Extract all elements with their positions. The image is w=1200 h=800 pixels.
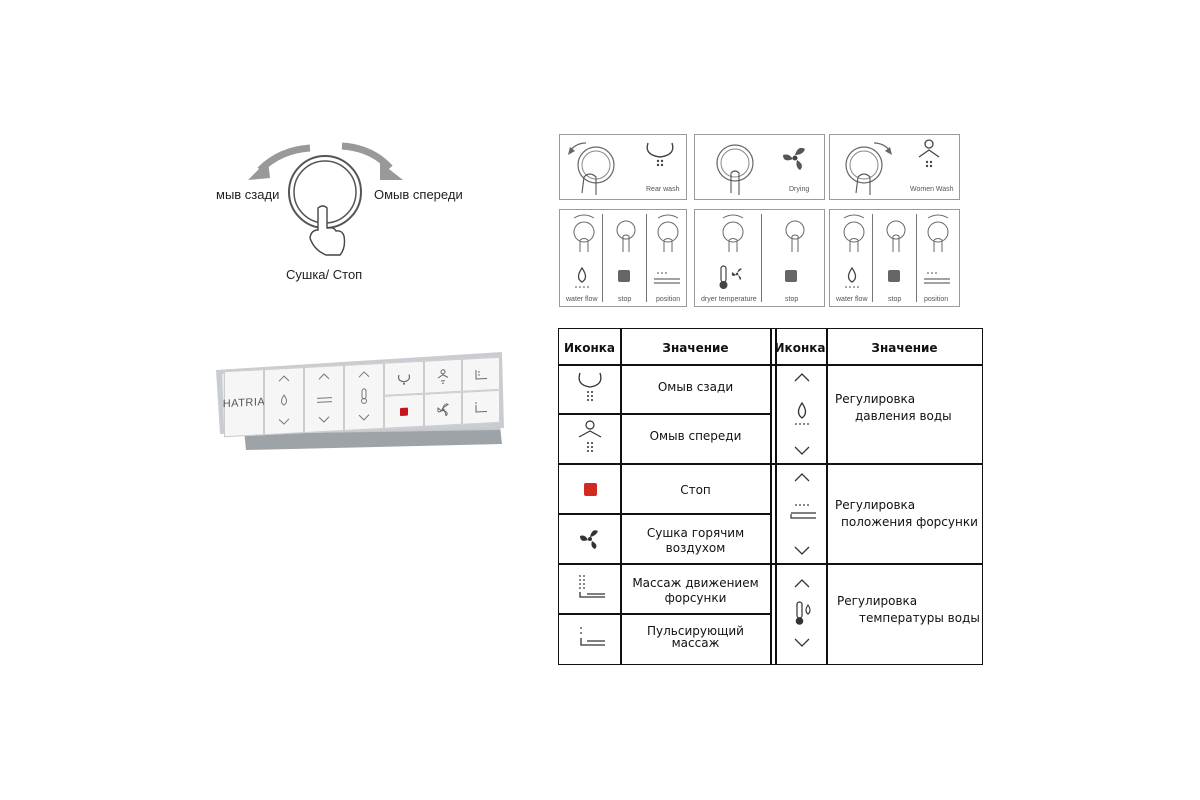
water-pressure-control-icon bbox=[278, 375, 290, 425]
dial-press-icon bbox=[716, 144, 754, 195]
card-caption: Rear wash bbox=[646, 186, 680, 193]
chevron-down-icon bbox=[794, 638, 810, 647]
water-temperature-control-icon bbox=[358, 371, 370, 421]
massage-icon bbox=[475, 369, 487, 380]
stop-button[interactable] bbox=[384, 393, 424, 429]
water-temperature-buttons[interactable] bbox=[344, 362, 384, 431]
rear-wash-icon bbox=[646, 142, 674, 167]
pulse-massage-button[interactable] bbox=[462, 389, 500, 425]
front-wash-button[interactable] bbox=[424, 358, 462, 394]
card-caption: position bbox=[656, 296, 681, 303]
legend-meaning-drying: Сушка горячим воздухом bbox=[646, 526, 745, 555]
legend-table: Иконка Значение Иконка Значение Омыв сза… bbox=[558, 328, 983, 665]
card-rear-adjust: water flow stop position bbox=[559, 209, 687, 307]
dial-rotate-icon bbox=[843, 214, 865, 252]
card-caption: stop bbox=[618, 296, 632, 303]
front-wash-icon bbox=[918, 139, 940, 168]
nozzle-position-icon bbox=[924, 272, 950, 284]
dial-bottom-label: Сушка/ Стоп bbox=[286, 267, 363, 282]
pulse-icon bbox=[475, 401, 487, 413]
water-drop-icon bbox=[797, 401, 807, 419]
fan-icon bbox=[580, 530, 598, 549]
header-meaning-right: Значение bbox=[871, 341, 938, 355]
stop-icon bbox=[584, 483, 597, 496]
card-caption: position bbox=[924, 296, 949, 303]
fan-icon bbox=[437, 403, 449, 416]
dial-rotate-icon bbox=[722, 214, 744, 252]
card-caption: water flow bbox=[566, 296, 598, 303]
card-caption: water flow bbox=[836, 296, 868, 303]
dial-illustration bbox=[248, 142, 403, 256]
nozzle-position-icon bbox=[654, 272, 680, 284]
header-icon-right: Иконка bbox=[774, 341, 826, 355]
dial-diagram: мыв сзади Омыв спереди Сушка/ Стоп bbox=[210, 130, 480, 290]
dial-rotate-left-icon bbox=[568, 142, 615, 195]
card-drying: Drying bbox=[694, 134, 825, 200]
dial-rotate-right-icon bbox=[845, 142, 892, 195]
legend-meaning-massage: Массаж движением форсунки bbox=[632, 576, 759, 605]
rear-wash-icon bbox=[578, 372, 602, 401]
rear-wash-icon bbox=[397, 373, 411, 385]
chevron-up-icon bbox=[794, 373, 810, 382]
dial-right-label: Омыв спереди bbox=[374, 187, 463, 202]
front-wash-icon bbox=[437, 368, 449, 384]
dial-press-icon bbox=[785, 220, 805, 252]
header-meaning-left: Значение bbox=[662, 341, 729, 355]
stop-icon bbox=[618, 270, 630, 282]
water-pressure-buttons[interactable] bbox=[264, 367, 304, 436]
nozzle-position-control-icon bbox=[790, 473, 816, 555]
dial-push-rotate-icon bbox=[927, 214, 949, 252]
front-wash-icon bbox=[578, 420, 602, 452]
card-front-adjust: water flow stop position bbox=[829, 209, 960, 307]
water-pressure-control-icon bbox=[794, 373, 810, 455]
legend-meaning-nozzle-position: Регулировка положения форсунки bbox=[835, 498, 978, 529]
stop-icon bbox=[400, 407, 408, 416]
stop-icon bbox=[888, 270, 900, 282]
card-caption: stop bbox=[888, 296, 902, 303]
dial-rotate-icon bbox=[573, 214, 595, 252]
legend-meaning-rear-wash: Омыв сзади bbox=[657, 380, 734, 394]
remote-face: HATRIA bbox=[222, 356, 500, 438]
header-icon-left: Иконка bbox=[564, 341, 615, 355]
water-drop-icon bbox=[575, 266, 589, 288]
dial-press-icon bbox=[616, 220, 636, 252]
card-caption: Women Wash bbox=[910, 186, 954, 193]
legend-meaning-stop: Стоп bbox=[680, 483, 711, 497]
legend-meaning-pulse: Пульсирующий массаж bbox=[647, 624, 744, 650]
dial-push-rotate-icon bbox=[657, 214, 679, 252]
card-dryer-adjust: dryer temperature stop bbox=[694, 209, 825, 307]
dial-press-icon bbox=[886, 220, 906, 252]
massage-icon bbox=[579, 575, 605, 598]
drying-button[interactable] bbox=[424, 391, 462, 427]
chevron-up-icon bbox=[794, 579, 810, 588]
nozzle-position-buttons[interactable] bbox=[304, 364, 344, 434]
brand-cell: HATRIA bbox=[222, 369, 266, 438]
brand-logo: HATRIA bbox=[222, 396, 266, 411]
card-caption: stop bbox=[785, 296, 799, 303]
chevron-down-icon bbox=[794, 546, 810, 555]
legend-meaning-water-temperature: Регулировка температуры воды bbox=[837, 594, 980, 625]
card-caption: Drying bbox=[789, 186, 810, 193]
nozzle-position-control-icon bbox=[317, 373, 332, 423]
remote-control: HATRIA bbox=[214, 352, 514, 460]
rear-wash-button[interactable] bbox=[384, 360, 424, 396]
chevron-down-icon bbox=[794, 446, 810, 455]
card-rear-wash: Rear wash bbox=[559, 134, 687, 200]
legend-meaning-water-pressure: Регулировка давления воды bbox=[835, 392, 952, 423]
dial-left-label: мыв сзади bbox=[216, 187, 280, 202]
fan-icon bbox=[783, 147, 805, 170]
card-women-wash: Women Wash bbox=[829, 134, 960, 200]
thermometer-fan-icon bbox=[719, 265, 742, 289]
water-temperature-control-icon bbox=[794, 579, 811, 647]
legend-meaning-front-wash: Омыв спереди bbox=[649, 429, 742, 443]
massage-button[interactable] bbox=[462, 356, 500, 392]
pulse-icon bbox=[580, 627, 605, 646]
water-drop-icon bbox=[845, 266, 859, 288]
stop-icon bbox=[785, 270, 797, 282]
chevron-up-icon bbox=[794, 473, 810, 482]
card-caption: dryer temperature bbox=[701, 296, 757, 303]
